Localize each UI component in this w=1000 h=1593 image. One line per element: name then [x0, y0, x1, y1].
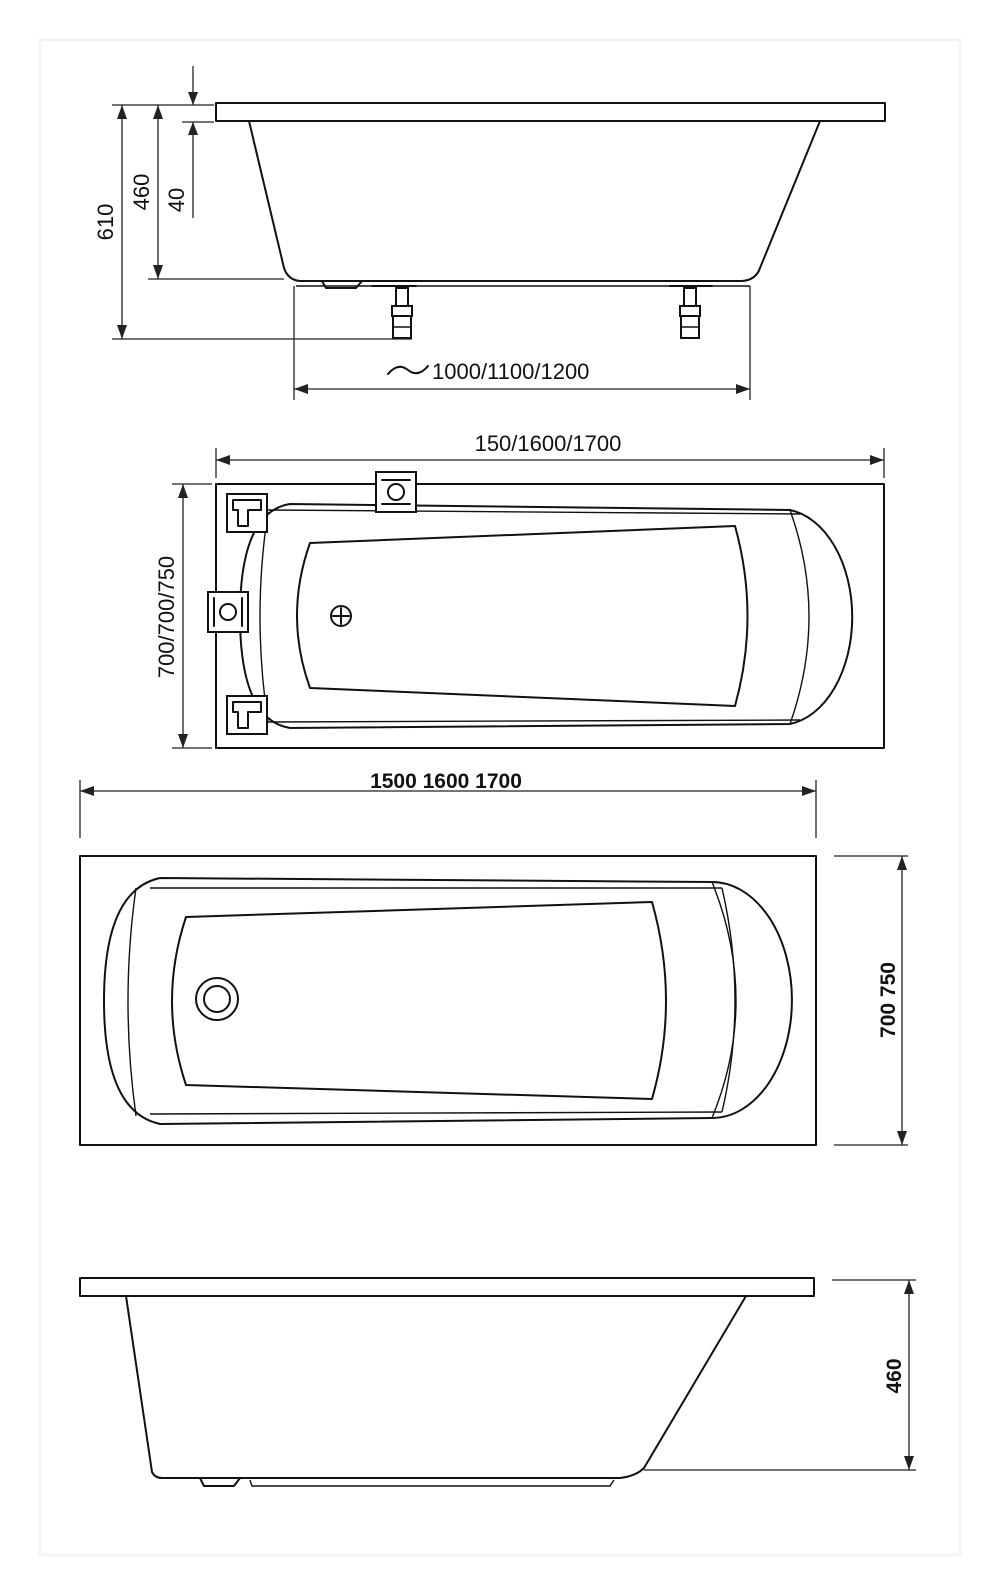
- dim-rim-height: [153, 105, 163, 279]
- basin-outer: [239, 503, 854, 729]
- dim-width-plan: [897, 856, 907, 1145]
- dim-width-legs: [178, 484, 188, 748]
- tub-rim-long: [79, 1277, 815, 1297]
- side-view-end: 610 460 40 1000/1100/1200: [93, 66, 886, 400]
- label-length-legs: 150/1600/1700: [475, 431, 622, 456]
- label-width-plan: 700 750: [877, 962, 900, 1038]
- drain-inner-icon: [203, 985, 231, 1013]
- label-length-plan: 1500 1600 1700: [370, 770, 522, 793]
- drawing-frame: [38, 38, 962, 1557]
- basin-floor: [296, 525, 749, 707]
- tub-body-long: [125, 1295, 747, 1479]
- basin-floor-plan: [171, 901, 667, 1100]
- drain-icon: [330, 605, 352, 627]
- label-width-legs: 700/700/750: [154, 556, 179, 678]
- basin-edge-bottom-plan: [149, 1111, 723, 1115]
- label-rim-height: 460: [129, 174, 154, 211]
- drain-housing: [321, 280, 363, 289]
- approx-icon: [387, 365, 429, 375]
- leg-bracket-middle-left: [207, 591, 249, 633]
- drain-housing-long: [199, 1477, 241, 1487]
- dim-rim-thickness: [188, 66, 198, 218]
- basin-foot-curve-plan: [127, 887, 137, 1117]
- plan-view-legs: 150/1600/1700 700/700/750: [154, 431, 885, 749]
- basin-foot-curve: [259, 511, 269, 723]
- dim-height-long: [904, 1280, 914, 1470]
- dim-leg-span: [294, 384, 750, 394]
- basin-head-curve: [789, 509, 810, 725]
- dim-length-legs: [216, 455, 884, 465]
- plan-view: 1500 1600 1700 700 750: [79, 770, 908, 1146]
- label-leg-span: 1000/1100/1200: [432, 359, 589, 384]
- basin-edge-bottom: [267, 719, 801, 723]
- side-view-long: 460: [79, 1277, 916, 1487]
- leg-bracket-top-left: [226, 493, 268, 533]
- tub-body: [248, 120, 821, 282]
- dim-total-height: [117, 105, 127, 339]
- basin-head-curve-plan: [711, 881, 737, 1119]
- tub-base-long: [249, 1479, 615, 1487]
- label-total-height: 610: [93, 204, 118, 241]
- tub-outline-rect-plan: [79, 855, 817, 1146]
- basin-head-curve2-plan: [721, 887, 736, 1113]
- basin-edge-top: [267, 509, 801, 515]
- label-height-long: 460: [883, 1358, 906, 1393]
- drain-outer-icon: [195, 977, 239, 1021]
- basin-outer-plan: [103, 877, 793, 1125]
- tub-rim: [215, 102, 886, 122]
- label-rim-thickness: 40: [164, 188, 189, 212]
- leg-bracket-top-center: [375, 471, 417, 513]
- tub-leg-left: [371, 285, 417, 339]
- dim-length-plan: [80, 786, 816, 796]
- tub-leg-right: [669, 285, 713, 339]
- tub-outline-rect: [215, 483, 885, 749]
- leg-bracket-bottom-left: [226, 695, 268, 735]
